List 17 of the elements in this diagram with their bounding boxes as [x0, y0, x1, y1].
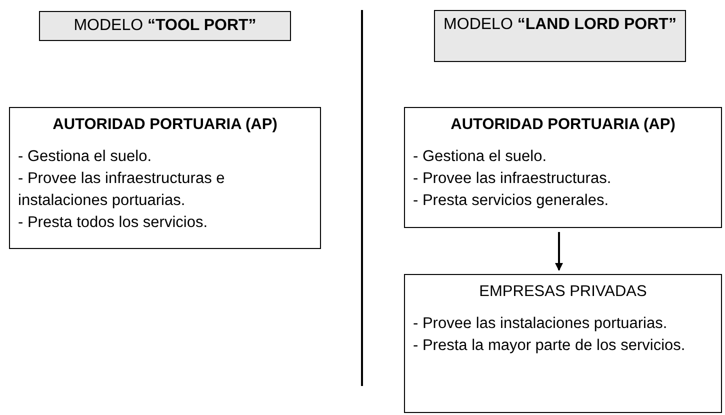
bullet-text: - Provee las instalaciones portuarias.: [413, 314, 668, 334]
box-heading: AUTORIDAD PORTUARIA (AP): [450, 115, 676, 135]
box-heading: EMPRESAS PRIVADAS: [478, 282, 648, 302]
bullet-text: - Provee las infraestructuras.: [413, 169, 612, 189]
text-box: [9, 107, 321, 249]
box-heading: AUTORIDAD PORTUARIA (AP): [52, 115, 278, 135]
bullet-text: - Presta todos los servicios.: [18, 213, 209, 233]
bullet-text: - Gestiona el suelo.: [18, 147, 153, 167]
bullet-text: - Provee las infraestructuras e instalaciones portuarias.: [18, 169, 226, 211]
bullet-text: - Presta servicios generales.: [413, 191, 610, 211]
arrow: [555, 232, 563, 271]
model-heading-box: MODELO “TOOL PORT”: [39, 11, 291, 41]
bullet-text: - Gestiona el suelo.: [413, 147, 548, 167]
model-heading-box: MODELO “LAND LORD PORT”: [434, 10, 686, 62]
bullet-text: - Presta la mayor parte de los servicios.: [413, 336, 686, 356]
text-box: [404, 107, 722, 228]
text-box: [404, 274, 722, 413]
